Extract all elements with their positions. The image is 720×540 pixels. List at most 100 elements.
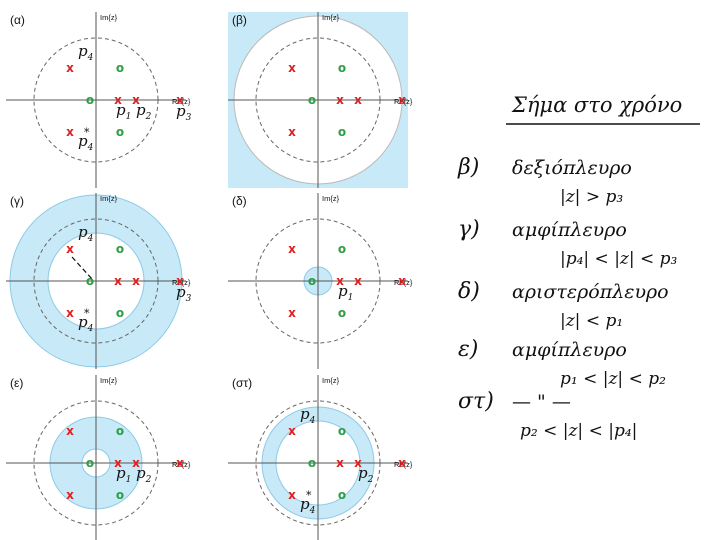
panel-label: (στ) [232,376,252,390]
zero-marker: o [338,61,346,75]
conjugate-star: * [84,126,90,139]
notes-title: Σήμα στο χρόνο [511,93,682,117]
zero-marker: o [116,125,124,139]
note-item: ε) αμφίπλευρο p₁ < |z| < p₂ [458,337,666,389]
pole-marker: x [354,93,362,107]
pole-marker: x [66,424,74,438]
pole-marker: x [354,456,362,470]
pole-marker: x [132,93,140,107]
zero-marker: o [338,242,346,256]
panel-label: (ε) [10,376,23,390]
pole-marker: x [398,274,406,288]
zero-marker: o [116,306,124,320]
pole-annotation: p2 [136,101,152,122]
pole-marker: x [288,488,296,502]
pole-marker: x [398,456,406,470]
pole-marker: x [66,61,74,75]
zero-marker: o [338,306,346,320]
imag-axis-label: Im{z} [100,13,118,22]
note-description: αμφίπλευρο [512,339,627,361]
imag-axis-label: Im{z} [322,194,340,203]
note-item: β)δεξιόπλευρο|z| > p₃ [457,155,632,207]
real-axis-label: Re{z} [394,460,413,469]
pole-marker: x [66,306,74,320]
pole-marker: x [176,93,184,107]
pole-marker: x [114,274,122,288]
panel-label: (γ) [10,194,24,208]
note-description: — " — [512,391,571,413]
imag-axis-label: Im{z} [100,194,118,203]
zero-marker: o [338,125,346,139]
panel-label: (δ) [232,194,247,208]
note-key: δ) [458,279,480,304]
pole-marker: x [336,274,344,288]
note-description: δεξιόπλευρο [512,157,632,179]
zero-marker: o [86,456,94,470]
pole-marker: x [288,306,296,320]
pole-marker: x [398,93,406,107]
zero-marker: o [338,424,346,438]
note-key: β) [457,155,479,180]
zero-marker: o [308,274,316,288]
note-key: στ) [458,389,494,414]
pole-marker: x [336,456,344,470]
pole-marker: x [354,274,362,288]
pole-marker: x [114,456,122,470]
note-condition: p₂ < |z| < |p₄| [520,421,637,441]
zero-marker: o [308,93,316,107]
imag-axis-label: Im{z} [322,13,340,22]
note-key: γ) [458,217,480,242]
pole-marker: x [66,488,74,502]
notes-column: Σήμα στο χρόνο β)δεξιόπλευρο|z| > p₃γ)αμ… [457,93,700,441]
note-condition: |z| < p₁ [560,311,623,331]
pole-marker: x [176,456,184,470]
note-condition: |p₄| < |z| < p₃ [560,249,678,269]
imag-axis-label: Im{z} [322,376,340,385]
zero-marker: o [116,488,124,502]
note-key: ε) [458,337,478,362]
note-description: αριστερόπλευρο [512,281,669,303]
zero-marker: o [86,274,94,288]
zero-marker: o [338,488,346,502]
pole-marker: x [288,125,296,139]
note-description: αμφίπλευρο [512,219,627,241]
pole-marker: x [66,125,74,139]
pole-annotation: p1 [338,282,353,303]
real-axis-label: Re{z} [172,97,191,106]
zero-marker: o [86,93,94,107]
panel-label: (β) [232,13,247,27]
pole-marker: x [132,456,140,470]
panel-label: (α) [10,13,25,27]
zero-marker: o [116,424,124,438]
pole-marker: x [176,274,184,288]
real-axis-label: Re{z} [172,460,191,469]
pole-annotation: p4 [78,42,94,63]
note-item: στ) — " — p₂ < |z| < |p₄| [458,389,637,441]
conjugate-star: * [306,489,312,502]
zero-marker: o [308,456,316,470]
conjugate-star: * [84,307,90,320]
zero-marker: o [116,61,124,75]
radius-pointer [71,256,93,280]
note-item: δ) αριστερόπλευρο |z| < p₁ [458,279,669,331]
pole-marker: x [288,242,296,256]
pole-marker: x [66,242,74,256]
pole-marker: x [288,61,296,75]
zero-marker: o [116,242,124,256]
note-condition: p₁ < |z| < p₂ [560,369,666,389]
pole-annotation: p1 [116,101,131,122]
note-item: γ) αμφίπλευρο |p₄| < |z| < p₃ [458,217,678,269]
imag-axis-label: Im{z} [100,376,118,385]
real-axis-label: Re{z} [394,97,413,106]
pole-annotation: p2 [136,464,152,485]
notes-list: β)δεξιόπλευρο|z| > p₃γ)αμφίπλευρο|p₄| < … [457,155,678,441]
real-axis-label: Re{z} [172,278,191,287]
